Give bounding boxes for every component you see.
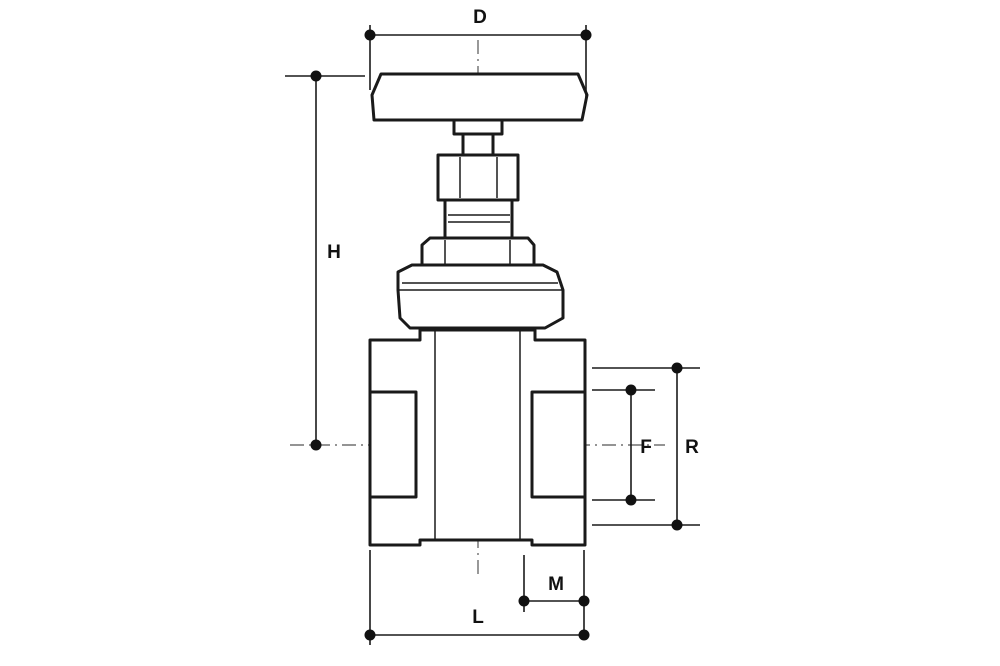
dimension-r: R [592, 362, 700, 531]
dimension-f: F [592, 384, 655, 506]
dimension-m-label: M [548, 574, 564, 595]
left-thread-band [368, 390, 418, 499]
valve-bonnet [396, 118, 565, 330]
dimension-h: H [285, 70, 365, 451]
handwheel [370, 72, 589, 122]
dimension-l: L [364, 550, 590, 645]
stem-collar [443, 198, 514, 240]
dimension-f-label: F [640, 437, 652, 458]
dimension-l-label: L [472, 607, 484, 628]
dimension-r-label: R [685, 437, 699, 458]
packing-nut [436, 153, 520, 202]
dimension-d: D [364, 7, 592, 100]
stem-cap [452, 118, 504, 136]
valve-body [368, 328, 587, 547]
right-thread-band [530, 390, 587, 499]
dimension-m: M [518, 550, 590, 640]
stem [461, 131, 495, 157]
dimension-h-label: H [327, 242, 341, 263]
dimension-d-label: D [473, 7, 487, 28]
